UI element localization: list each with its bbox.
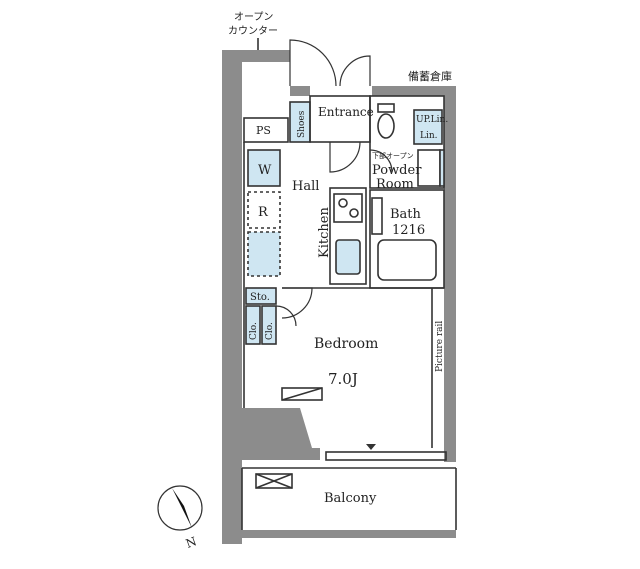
- powder-door-swing: [369, 149, 393, 173]
- lin-label: Lin.: [420, 131, 438, 141]
- room-labels: オープン カウンター 備蓄倉庫 PS Shoes Entrance UP.Lin…: [228, 11, 452, 506]
- entrance-wall: [290, 86, 310, 96]
- stove: [333, 193, 363, 223]
- compass: N: [157, 485, 203, 551]
- powder-room-label-2: Room: [376, 177, 414, 192]
- ps-label: PS: [256, 124, 271, 137]
- picture-rail-label: Picture rail: [435, 321, 445, 372]
- entrance-door-swing-2: [339, 55, 371, 87]
- open-counter-label-1: オープン: [234, 11, 273, 23]
- entrance-label: Entrance: [318, 105, 374, 119]
- west-exterior-wall: [222, 50, 242, 544]
- bedroom-label: Bedroom: [314, 336, 378, 352]
- doors: [275, 39, 393, 327]
- east-wall: [444, 96, 456, 462]
- bedroom-door-swing: [281, 287, 313, 319]
- bathtub: [377, 239, 437, 281]
- ac-diag: [281, 387, 323, 401]
- bath-size-label: 1216: [392, 223, 425, 238]
- toilet-tank: [377, 103, 395, 113]
- hall-door-swing: [329, 141, 361, 173]
- kitchen-counter: [329, 187, 367, 285]
- shoes-label: Shoes: [297, 110, 307, 138]
- hall-label: Hall: [292, 179, 319, 194]
- kitchen-label: Kitchen: [317, 207, 332, 258]
- up-lin-label: UP.Lin.: [416, 115, 448, 125]
- bedroom-window: [325, 451, 447, 461]
- air-conditioner: [281, 387, 323, 401]
- north-wall-left: [242, 50, 290, 62]
- closet-2: [261, 305, 277, 345]
- burner-1: [338, 198, 348, 208]
- closet-1: [245, 305, 261, 345]
- bath-room-area: [369, 189, 445, 289]
- burner-2: [349, 208, 359, 218]
- compass-needle: [172, 488, 192, 528]
- closet-door-swing: [275, 305, 297, 327]
- up-lin-cabinet: [413, 109, 443, 145]
- storage-closet-label: Sto.: [250, 292, 270, 303]
- closet-label-2: Clo.: [265, 322, 275, 340]
- powder-room-area: [369, 95, 445, 189]
- balcony-hatch: [255, 473, 293, 489]
- washer-space: [247, 149, 281, 187]
- bedroom-size-label: 7.0J: [328, 370, 358, 388]
- open-under-label: 下部オープン: [372, 151, 414, 160]
- bath-wall-shelf: [371, 197, 383, 235]
- entrance-area: [309, 95, 371, 143]
- walls: [222, 50, 456, 544]
- sink: [335, 239, 361, 275]
- bedroom-south-wall: [242, 408, 320, 460]
- washer-label: W: [258, 163, 272, 178]
- shelf-space: [247, 231, 281, 277]
- north-wall-right: [372, 86, 456, 96]
- powder-room-label-1: Powder: [372, 163, 422, 178]
- north-label: N: [184, 534, 199, 551]
- entrance-door-swing: [289, 39, 337, 87]
- balcony-label: Balcony: [324, 491, 377, 506]
- interior-lines: [241, 38, 457, 530]
- fridge-label: R: [258, 205, 269, 220]
- balcony-rail-bottom: [230, 530, 456, 538]
- toilet-bowl: [377, 113, 395, 139]
- window-marker: [366, 444, 376, 450]
- vanity-blue: [439, 149, 445, 187]
- storage-closet: [245, 287, 277, 305]
- ps-shaft: [243, 117, 289, 143]
- storage-label: 備蓄倉庫: [408, 69, 452, 83]
- fridge-space: [247, 191, 281, 229]
- open-counter-label-2: カウンター: [228, 25, 278, 37]
- hatch-diag-2: [255, 473, 293, 489]
- compass-circle: [157, 485, 203, 531]
- closet-label-1: Clo.: [249, 322, 259, 340]
- bath-label: Bath: [390, 207, 422, 222]
